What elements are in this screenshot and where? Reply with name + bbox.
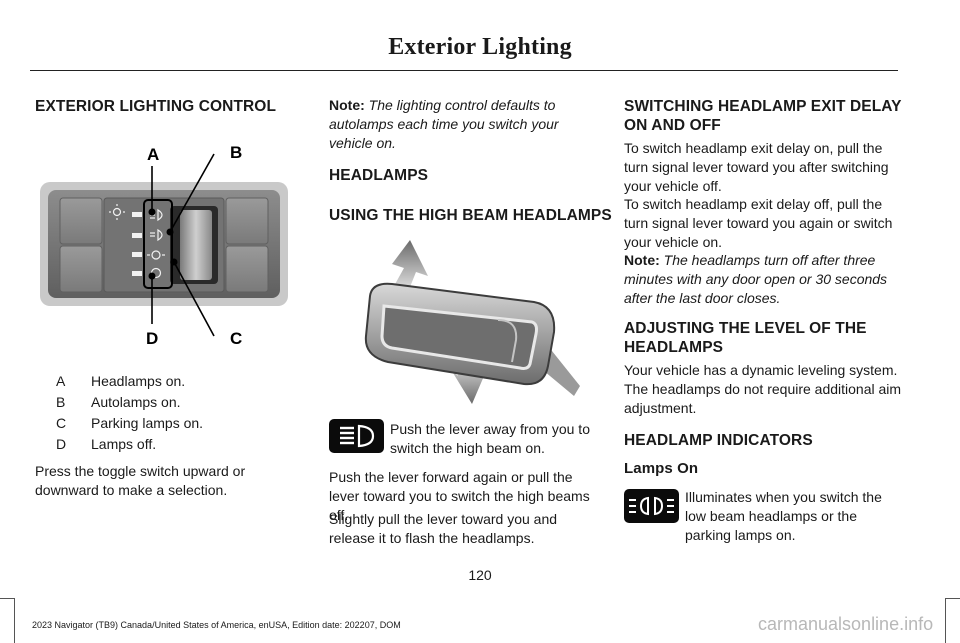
callout-d: D [146, 329, 158, 348]
section-heading-exterior-lighting-control: EXTERIOR LIGHTING CONTROL [35, 98, 277, 115]
section-heading-indicators: HEADLAMP INDICATORS [624, 432, 813, 449]
flash-headlamps-paragraph: Slightly pull the lever toward you and r… [329, 511, 558, 546]
exit-delay-note: Note: The headlamps turn off after three… [624, 251, 899, 308]
legend-text: Autolamps on. [91, 394, 181, 410]
legend-item: B Autolamps on. [56, 394, 181, 410]
note-text: The headlamps turn off after three minut… [624, 252, 888, 306]
crop-mark [14, 598, 15, 643]
legend-key: D [56, 436, 67, 452]
page-title: Exterior Lighting [388, 34, 572, 60]
legend-text: Parking lamps on. [91, 415, 204, 431]
lighting-control-illustration: A B C D [40, 143, 288, 348]
subheading-lamps-on: Lamps On [624, 460, 699, 477]
legend-item: A Headlamps on. [56, 373, 185, 389]
crop-mark [0, 598, 14, 599]
note-label: Note: [624, 252, 660, 268]
legend-item: D Lamps off. [56, 436, 156, 452]
legend-key: A [56, 373, 66, 389]
legend-text: Headlamps on. [91, 373, 186, 389]
lamps-on-text: Illuminates when you switch the low beam… [685, 489, 882, 543]
turn-signal-lever-illustration [364, 240, 580, 404]
header-rule [30, 70, 898, 71]
callout-b: B [230, 143, 242, 162]
callout-c: C [230, 329, 242, 348]
legend-item: C Parking lamps on. [56, 415, 203, 431]
legend-text: Lamps off. [91, 436, 157, 452]
section-heading-high-beam: USING THE HIGH BEAM HEADLAMPS [329, 207, 612, 224]
page-number: 120 [468, 567, 492, 583]
crop-mark [945, 598, 946, 643]
lamps-on-indicator-box [624, 489, 679, 523]
legend-key: C [56, 415, 67, 431]
section-heading-level: ADJUSTING THE LEVEL OF THE HEADLAMPS [624, 320, 867, 356]
high-beam-icon [340, 424, 375, 448]
legend-key: B [56, 394, 66, 410]
callout-a: A [147, 145, 159, 164]
note-text: The lighting control defaults to autolam… [329, 97, 559, 151]
section-heading-headlamps: HEADLAMPS [329, 167, 429, 184]
high-beam-indicator-box [329, 419, 384, 453]
crop-mark [946, 598, 960, 599]
note-label: Note: [329, 97, 365, 113]
autolamps-note: Note: The lighting control defaults to a… [329, 96, 601, 153]
high-beam-on-text: Push the lever away from you to switch t… [390, 421, 590, 456]
section-heading-exit-delay: SWITCHING HEADLAMP EXIT DELAY ON AND OFF [624, 98, 902, 134]
exit-delay-on-paragraph: To switch headlamp exit delay on, pull t… [624, 140, 889, 194]
leveling-paragraph: Your vehicle has a dynamic leveling syst… [624, 362, 902, 416]
exit-delay-off-paragraph: To switch headlamp exit delay off, pull … [624, 196, 893, 250]
edition-line: 2023 Navigator (TB9) Canada/United State… [32, 620, 401, 630]
watermark: carmanualsonline.info [758, 614, 934, 634]
toggle-switch-paragraph: Press the toggle switch upward or downwa… [35, 463, 246, 498]
lamps-on-icon [629, 496, 674, 516]
high-beam-off-paragraph: Push the lever forward again or pull the… [329, 469, 590, 523]
